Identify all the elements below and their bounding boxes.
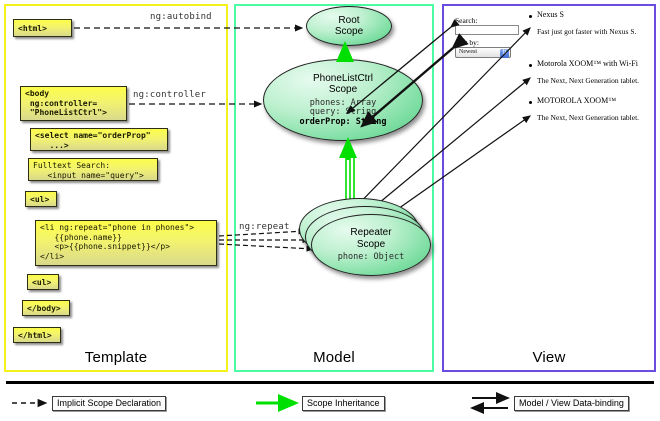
- legend-scope-inheritance: Scope Inheritance: [302, 396, 385, 411]
- phone-snippet: Fast just got faster with Nexus S.: [537, 27, 637, 36]
- list-bullet: [529, 101, 532, 104]
- prop-orderprop: orderProp: String: [299, 116, 387, 127]
- search-label: Search:: [455, 16, 478, 25]
- sort-label: Sort by:: [455, 38, 479, 47]
- column-template: Template: [4, 4, 228, 372]
- code-box-body-close: </body>: [22, 300, 70, 316]
- legend-model-view-databinding: Model / View Data-binding: [514, 396, 629, 411]
- search-input[interactable]: [455, 25, 519, 35]
- code-box-li-ng-repeat: <li ng:repeat="phone in phones"> {{phone…: [35, 220, 217, 266]
- code-box-ul-open: <ul>: [25, 191, 57, 207]
- column-label-template: Template: [84, 349, 148, 366]
- list-bullet: [529, 15, 532, 18]
- connector-label-ng-autobind: ng:autobind: [150, 12, 212, 22]
- code-box-html-close: </html>: [13, 327, 61, 343]
- prop-phone: phone: Object: [337, 252, 405, 263]
- prop-phones: phones: Array: [309, 97, 377, 108]
- connector-label-ng-repeat: ng:repeat: [239, 222, 290, 232]
- code-box-fulltext-search: Fulltext Search: <input name="query">: [28, 158, 158, 181]
- phone-name: MOTOROLA XOOM™: [537, 96, 617, 105]
- scope-repeater-props: phone: Object: [338, 253, 405, 263]
- phone-snippet: The Next, Next Generation tablet.: [537, 76, 640, 85]
- phone-name: Motorola XOOM™ with Wi-Fi: [537, 59, 638, 68]
- phone-name: Nexus S: [537, 10, 564, 19]
- sort-select-value: Newest: [459, 49, 477, 55]
- connector-label-ng-controller: ng:controller: [133, 90, 207, 100]
- chevron-updown-icon[interactable]: ⇅: [500, 49, 509, 58]
- sort-select[interactable]: Newest ⇅: [455, 47, 511, 58]
- list-bullet: [529, 64, 532, 67]
- code-box-select-orderprop: <select name="orderProp" ...>: [30, 128, 168, 151]
- code-box-body-controller: <body ng:controller= "PhoneListCtrl">: [20, 86, 127, 121]
- column-label-view: View: [532, 349, 566, 366]
- legend-implicit-scope-declaration: Implicit Scope Declaration: [52, 396, 167, 411]
- code-box-html-open: <html>: [13, 19, 72, 37]
- legend-divider: [6, 381, 654, 384]
- column-label-model: Model: [313, 349, 355, 366]
- code-box-ul-close: <ul>: [27, 274, 59, 290]
- scope-phonelistctrl-props: phones: Array query: String orderProp: S…: [299, 97, 387, 128]
- prop-query: query: String: [309, 107, 377, 118]
- phone-snippet: The Next, Next Generation tablet.: [537, 113, 640, 122]
